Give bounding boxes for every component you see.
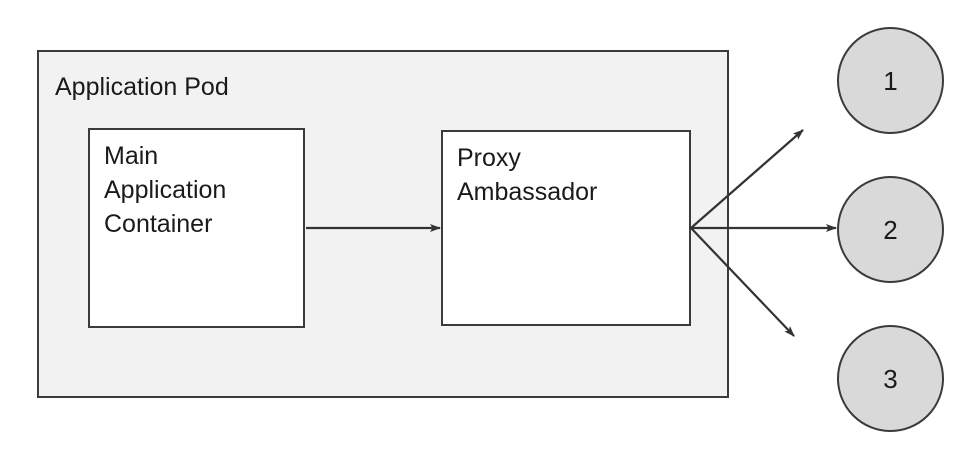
main-application-container-box[interactable]: Main Application Container xyxy=(88,128,305,328)
proxy-ambassador-label: Proxy Ambassador xyxy=(457,144,598,206)
service-circle-3[interactable]: 3 xyxy=(837,325,944,432)
service-circle-1-label: 1 xyxy=(883,65,898,96)
main-application-container-label: Main Application Container xyxy=(104,142,227,238)
application-pod-label: Application Pod xyxy=(55,73,229,101)
service-circle-2-label: 2 xyxy=(883,214,898,245)
service-circle-2[interactable]: 2 xyxy=(837,176,944,283)
service-circle-1[interactable]: 1 xyxy=(837,27,944,134)
proxy-ambassador-box[interactable]: Proxy Ambassador xyxy=(441,130,691,326)
service-circle-3-label: 3 xyxy=(883,363,898,394)
